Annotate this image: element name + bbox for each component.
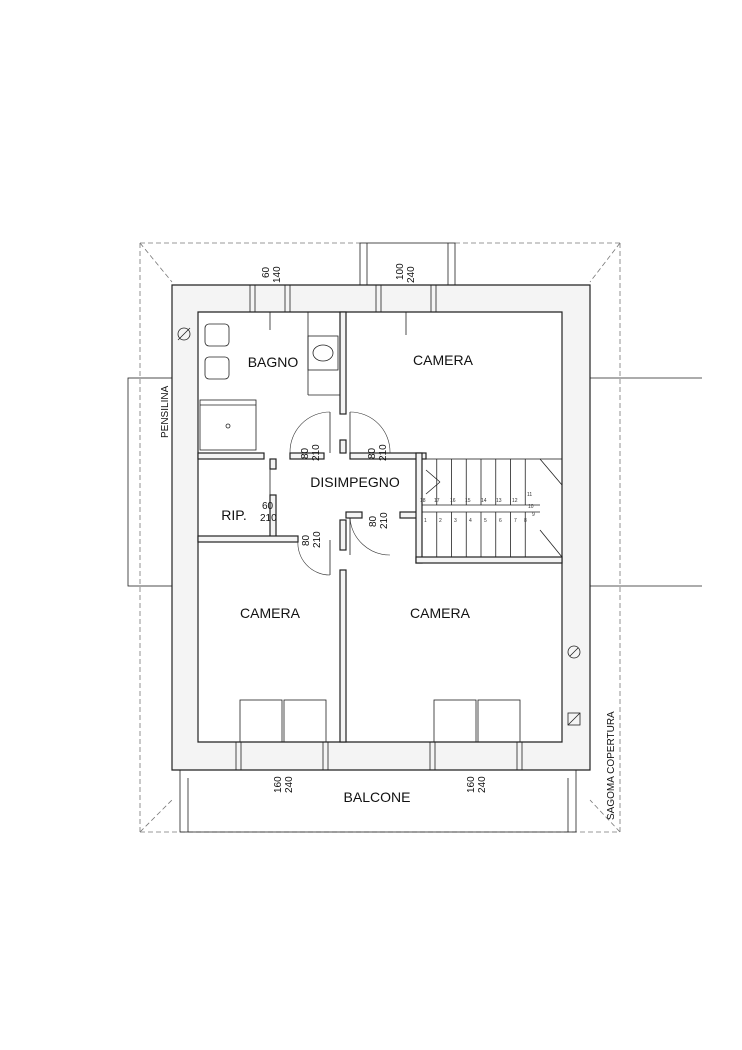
dim-door-camera-top-h: 210 — [378, 444, 389, 461]
dim-door-bagno-w: 80 — [300, 447, 311, 459]
stair-step-11: 11 — [527, 492, 532, 498]
north-symbol-icon — [177, 327, 191, 341]
dim-win-camera-top-w: 100 — [395, 263, 406, 280]
label-pensilina: PENSILINA — [160, 385, 171, 438]
stair-step-6: 6 — [499, 518, 502, 524]
room-label-camera-right: CAMERA — [410, 605, 471, 621]
stair-step-17: 17 — [434, 498, 440, 504]
dim-door-camera-left-w: 80 — [301, 534, 312, 546]
dim-door-camera-right-w: 80 — [368, 515, 379, 527]
room-label-disimpegno: DISIMPEGNO — [310, 474, 400, 490]
stair-step-lines — [436, 459, 526, 557]
dim-win-bal-left-w: 160 — [273, 776, 284, 793]
stair-step-9: 9 — [532, 512, 535, 518]
stair-step-10: 10 — [528, 504, 534, 510]
flue-symbol-icon — [567, 645, 581, 659]
stair-step-13: 13 — [496, 498, 502, 504]
stair-step-4: 4 — [469, 518, 472, 524]
dim-win-bagno-h: 140 — [272, 266, 283, 283]
stair-step-15: 15 — [465, 498, 471, 504]
dim-door-camera-right-h: 210 — [379, 512, 390, 529]
stair-step-5: 5 — [484, 518, 487, 524]
dim-door-camera-top-w: 80 — [367, 447, 378, 459]
dim-win-camera-top-h: 240 — [406, 266, 417, 283]
dim-door-rip-w: 60 — [262, 501, 274, 512]
room-label-bagno: BAGNO — [248, 354, 299, 370]
stair-step-3: 3 — [454, 518, 457, 524]
dim-win-bal-left-h: 240 — [284, 776, 295, 793]
stair-step-8: 8 — [524, 518, 527, 524]
stair-step-7: 7 — [514, 518, 517, 524]
room-label-camera-top: CAMERA — [413, 352, 474, 368]
interior-walls — [197, 311, 563, 743]
symbols — [177, 327, 581, 726]
right-extension-lines — [590, 377, 702, 587]
dim-door-bagno-h: 210 — [311, 444, 322, 461]
dim-win-bal-right-w: 160 — [466, 776, 477, 793]
dim-win-bagno-w: 60 — [261, 266, 272, 278]
stair-step-12: 12 — [512, 498, 518, 504]
stair-step-14: 14 — [481, 498, 487, 504]
label-sagoma-copertura: SAGOMA COPERTURA — [606, 711, 617, 820]
room-label-balcone: BALCONE — [344, 789, 411, 805]
dim-door-camera-left-h: 210 — [312, 531, 323, 548]
room-label-camera-left: CAMERA — [240, 605, 301, 621]
room-label-rip: RIP. — [221, 507, 246, 523]
dim-win-bal-right-h: 240 — [477, 776, 488, 793]
exterior-walls — [171, 284, 591, 771]
vent-symbol-icon — [567, 712, 581, 726]
staircase: 18 17 16 15 14 13 12 11 10 1 2 3 4 5 6 7… — [420, 458, 563, 558]
stair-step-18: 18 — [420, 498, 426, 504]
stair-step-2: 2 — [439, 518, 442, 524]
bathroom-fixtures — [199, 312, 340, 451]
stair-step-1: 1 — [424, 518, 427, 524]
door-swings — [269, 411, 391, 576]
balcony — [179, 769, 577, 833]
stair-step-16: 16 — [450, 498, 456, 504]
dim-door-rip-h: 210 — [260, 513, 277, 524]
windows — [235, 284, 523, 771]
